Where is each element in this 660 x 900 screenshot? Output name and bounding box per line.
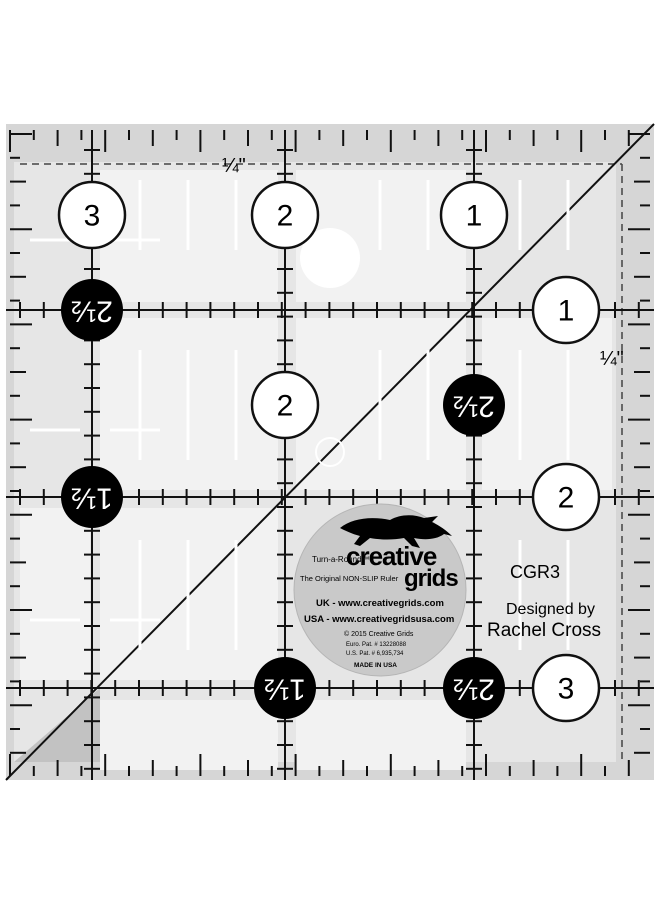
badge-usa-url: USA - www.creativegridsusa.com (304, 614, 454, 625)
right-marker-1-label: 1 (558, 295, 575, 328)
black-marker-right-mid: 2½ (443, 374, 505, 436)
badge-uk-url: UK - www.creativegrids.com (316, 598, 444, 609)
designer-line-2: Rachel Cross (487, 620, 601, 641)
black-marker-bottom-right-label: 2½ (453, 673, 495, 706)
inner-dash-marks (30, 180, 570, 650)
running-fox-icon (340, 515, 452, 548)
black-marker-bottom-left-label: 1½ (264, 673, 306, 706)
black-marker-left-top: 2½ (61, 279, 123, 341)
black-marker-left-top-label: 2½ (71, 295, 113, 328)
spin-hole (300, 228, 360, 288)
top-marker-2: 2 (250, 180, 320, 250)
black-marker-right-mid-label: 2½ (453, 390, 495, 423)
right-marker-3-label: 3 (558, 673, 575, 706)
center-marker-2-label: 2 (277, 390, 294, 423)
badge-made-in: MADE IN USA (354, 662, 397, 669)
top-marker-1: 1 (439, 180, 509, 250)
black-marker-left-bottom: 1½ (61, 466, 123, 528)
top-marker-2-label: 2 (277, 200, 294, 233)
black-marker-bottom-right: 2½ (443, 657, 505, 719)
small-ring (315, 437, 345, 467)
badge-copyright: © 2015 Creative Grids (344, 630, 414, 638)
black-marker-bottom-left: 1½ (254, 657, 316, 719)
right-marker-2-label: 2 (558, 482, 575, 515)
model-number: CGR3 (510, 562, 560, 582)
right-marker-3: 3 (531, 653, 601, 723)
black-marker-left-bottom-label: 1½ (71, 482, 113, 515)
top-marker-3-label: 3 (84, 200, 101, 233)
quarter-inch-label-top: ¼" (222, 155, 246, 177)
top-marker-1-label: 1 (466, 200, 483, 233)
diagonal-45-line (5, 123, 655, 781)
seam-allowance-line (20, 163, 623, 762)
badge-brand-creative: creative (346, 541, 437, 571)
badge-tagline: Turn-a-Round™ (312, 555, 370, 564)
quarter-inch-label-right: ¼" (600, 348, 624, 370)
badge-us-patent: U.S. Pat. # 6,935,734 (346, 651, 404, 657)
right-marker-2: 2 (531, 462, 601, 532)
top-marker-3: 3 (57, 180, 127, 250)
brand-badge: Turn-a-Round™ creative The Original NON-… (293, 503, 467, 677)
badge-euro-patent: Euro. Pat. # 13228088 (346, 642, 407, 648)
center-marker-2: 2 (250, 370, 320, 440)
right-marker-1: 1 (531, 275, 601, 345)
badge-subtitle: The Original NON-SLIP Ruler (300, 574, 399, 583)
badge-brand-grids: grids (404, 565, 458, 592)
designer-line-1: Designed by (506, 601, 595, 618)
